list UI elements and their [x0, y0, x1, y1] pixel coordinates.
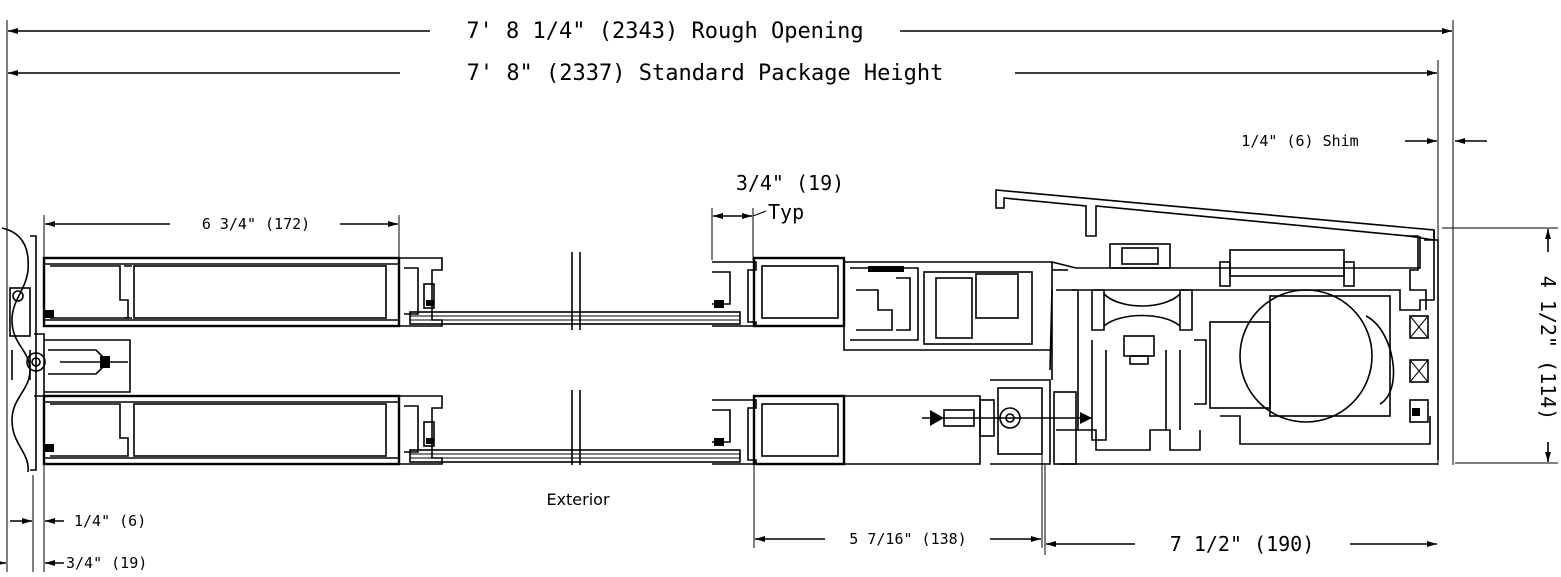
header-width-dimension: 7 1/2" (190): [1044, 465, 1437, 556]
bottom-three-quarter-label: 3/4" (19): [66, 554, 147, 572]
lower-glass: [409, 449, 741, 463]
right-glazing-stops: [712, 261, 757, 465]
bottom-quarter-label: 1/4" (6): [74, 512, 146, 530]
glass-bay-label: 3/4" (19): [736, 171, 844, 195]
jamb-depth-dimension: 4 1/2" (114): [1442, 227, 1560, 464]
shim-dimension: 1/4" (6) Shim: [1241, 132, 1487, 150]
lower-panel-stile: [34, 333, 443, 466]
package-height-dimension: 7' 8" (2337) Standard Package Height: [8, 60, 1439, 465]
upper-frame: [752, 256, 1068, 380]
package-height-label: 7' 8" (2337) Standard Package Height: [467, 61, 944, 86]
rough-opening-label: 7' 8 1/4" (2343) Rough Opening: [466, 19, 863, 44]
bottom-three-quarter-dimension: 3/4" (19): [0, 554, 147, 572]
exterior-label: Exterior: [546, 490, 610, 509]
bottom-quarter-dimension: 1/4" (6): [10, 465, 146, 572]
glass-bay-dimension: 3/4" (19) Typ: [711, 171, 844, 260]
typ-label: Typ: [768, 200, 804, 224]
break-lines: [571, 252, 581, 465]
rough-opening-dimension: 7' 8 1/4" (2343) Rough Opening: [6, 19, 1454, 572]
shim-label: 1/4" (6) Shim: [1241, 132, 1358, 150]
upper-panel-stile: [42, 256, 443, 328]
jamb-depth-label: 4 1/2" (114): [1536, 276, 1560, 421]
header-width-label: 7 1/2" (190): [1170, 532, 1315, 556]
frame-width-label: 5 7/16" (138): [849, 530, 966, 548]
panel-width-dimension: 6 3/4" (172): [43, 215, 400, 258]
upper-glass: [409, 311, 741, 325]
lower-frame: [752, 379, 1092, 466]
header-assembly: [995, 189, 1439, 465]
left-jamb-profile: [1, 227, 46, 473]
panel-width-label: 6 3/4" (172): [202, 215, 310, 233]
